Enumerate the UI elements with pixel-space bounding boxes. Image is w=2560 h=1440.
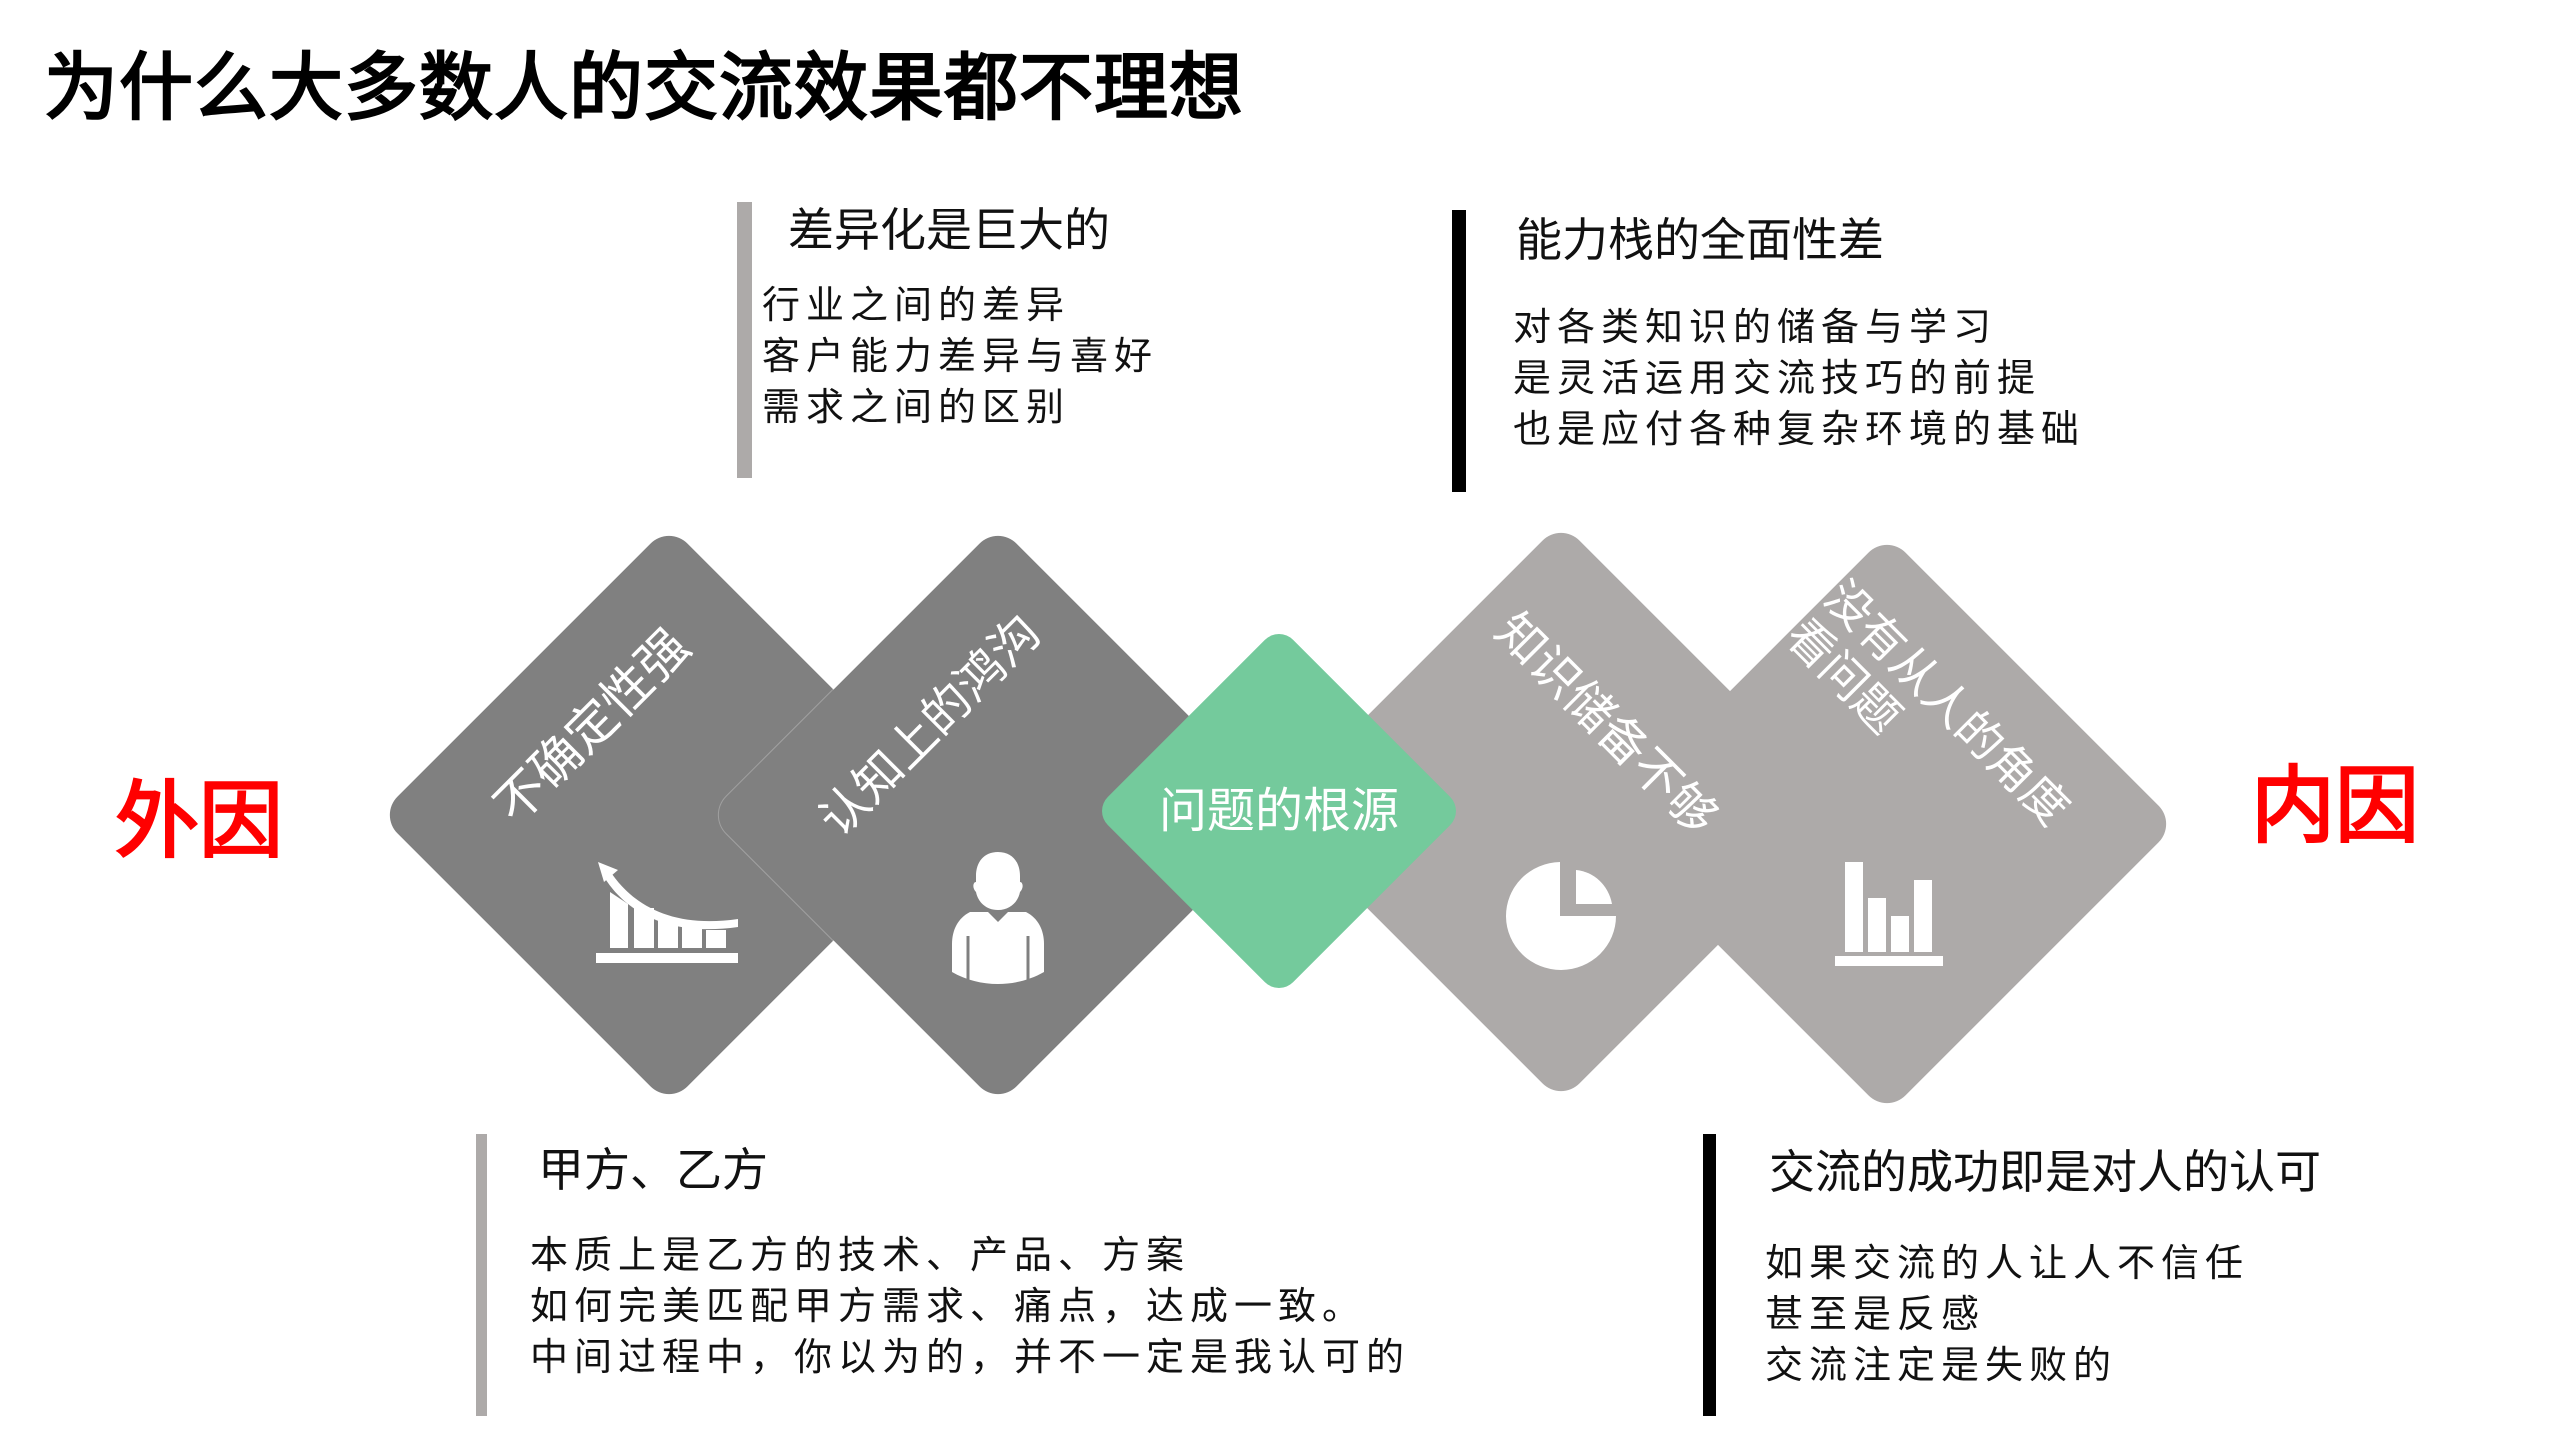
note-top-left: 差异化是巨大的 行业之间的差异 客户能力差异与喜好 需求之间的区别 [737,202,1237,478]
note-bottom-right: 交流的成功即是对人的认可 如果交流的人让人不信任 甚至是反感 交流注定是失败的 [1703,1134,2463,1416]
note-line: 交流注定是失败的 [1765,1343,2118,1387]
note-line: 也是应付各种复杂环境的基础 [1513,407,2086,451]
note-line: 如果交流的人让人不信任 [1765,1241,2250,1285]
note-line: 对各类知识的储备与学习 [1513,305,1998,349]
note-body: 行业之间的差异 客户能力差异与喜好 需求之间的区别 [762,280,1158,433]
note-heading: 交流的成功即是对人的认可 [1769,1145,2321,1199]
internal-factors-label: 内因 [2251,757,2420,855]
note-line: 如何完美匹配甲方需求、痛点，达成一致。 [530,1284,1367,1328]
note-heading: 能力栈的全面性差 [1516,213,1884,267]
note-body: 对各类知识的储备与学习 是灵活运用交流技巧的前提 也是应付各种复杂环境的基础 [1513,302,2085,455]
declining-bar-chart-icon [596,862,738,963]
note-line: 需求之间的区别 [762,385,1071,429]
note-bottom-left: 甲方、乙方 本质上是乙方的技术、产品、方案 如何完美匹配甲方需求、痛点，达成一致… [476,1134,1436,1416]
root-cause-label: 问题的根源 [1158,783,1400,839]
note-line: 甚至是反感 [1765,1292,1986,1336]
note-body: 本质上是乙方的技术、产品、方案 如何完美匹配甲方需求、痛点，达成一致。 中间过程… [530,1230,1410,1383]
note-accent-bar [476,1134,487,1416]
bar-chart-icon [1835,862,1943,966]
note-body: 如果交流的人让人不信任 甚至是反感 交流注定是失败的 [1765,1238,2249,1391]
person-icon [952,852,1044,984]
note-line: 行业之间的差异 [762,283,1071,327]
note-line: 客户能力差异与喜好 [762,334,1159,378]
note-heading: 差异化是巨大的 [788,203,1110,257]
note-accent-bar [737,202,752,478]
note-line: 中间过程中，你以为的，并不一定是我认可的 [530,1335,1411,1379]
note-line: 本质上是乙方的技术、产品、方案 [530,1233,1191,1277]
note-heading: 甲方、乙方 [538,1143,768,1197]
external-factors-label: 外因 [115,772,284,870]
note-accent-bar [1452,210,1466,492]
note-top-right: 能力栈的全面性差 对各类知识的储备与学习 是灵活运用交流技巧的前提 也是应付各种… [1452,210,2152,492]
pie-chart-icon [1506,862,1616,970]
page-title: 为什么大多数人的交流效果都不理想 [44,45,1244,131]
note-accent-bar [1703,1134,1716,1416]
note-line: 是灵活运用交流技巧的前提 [1513,356,2042,400]
